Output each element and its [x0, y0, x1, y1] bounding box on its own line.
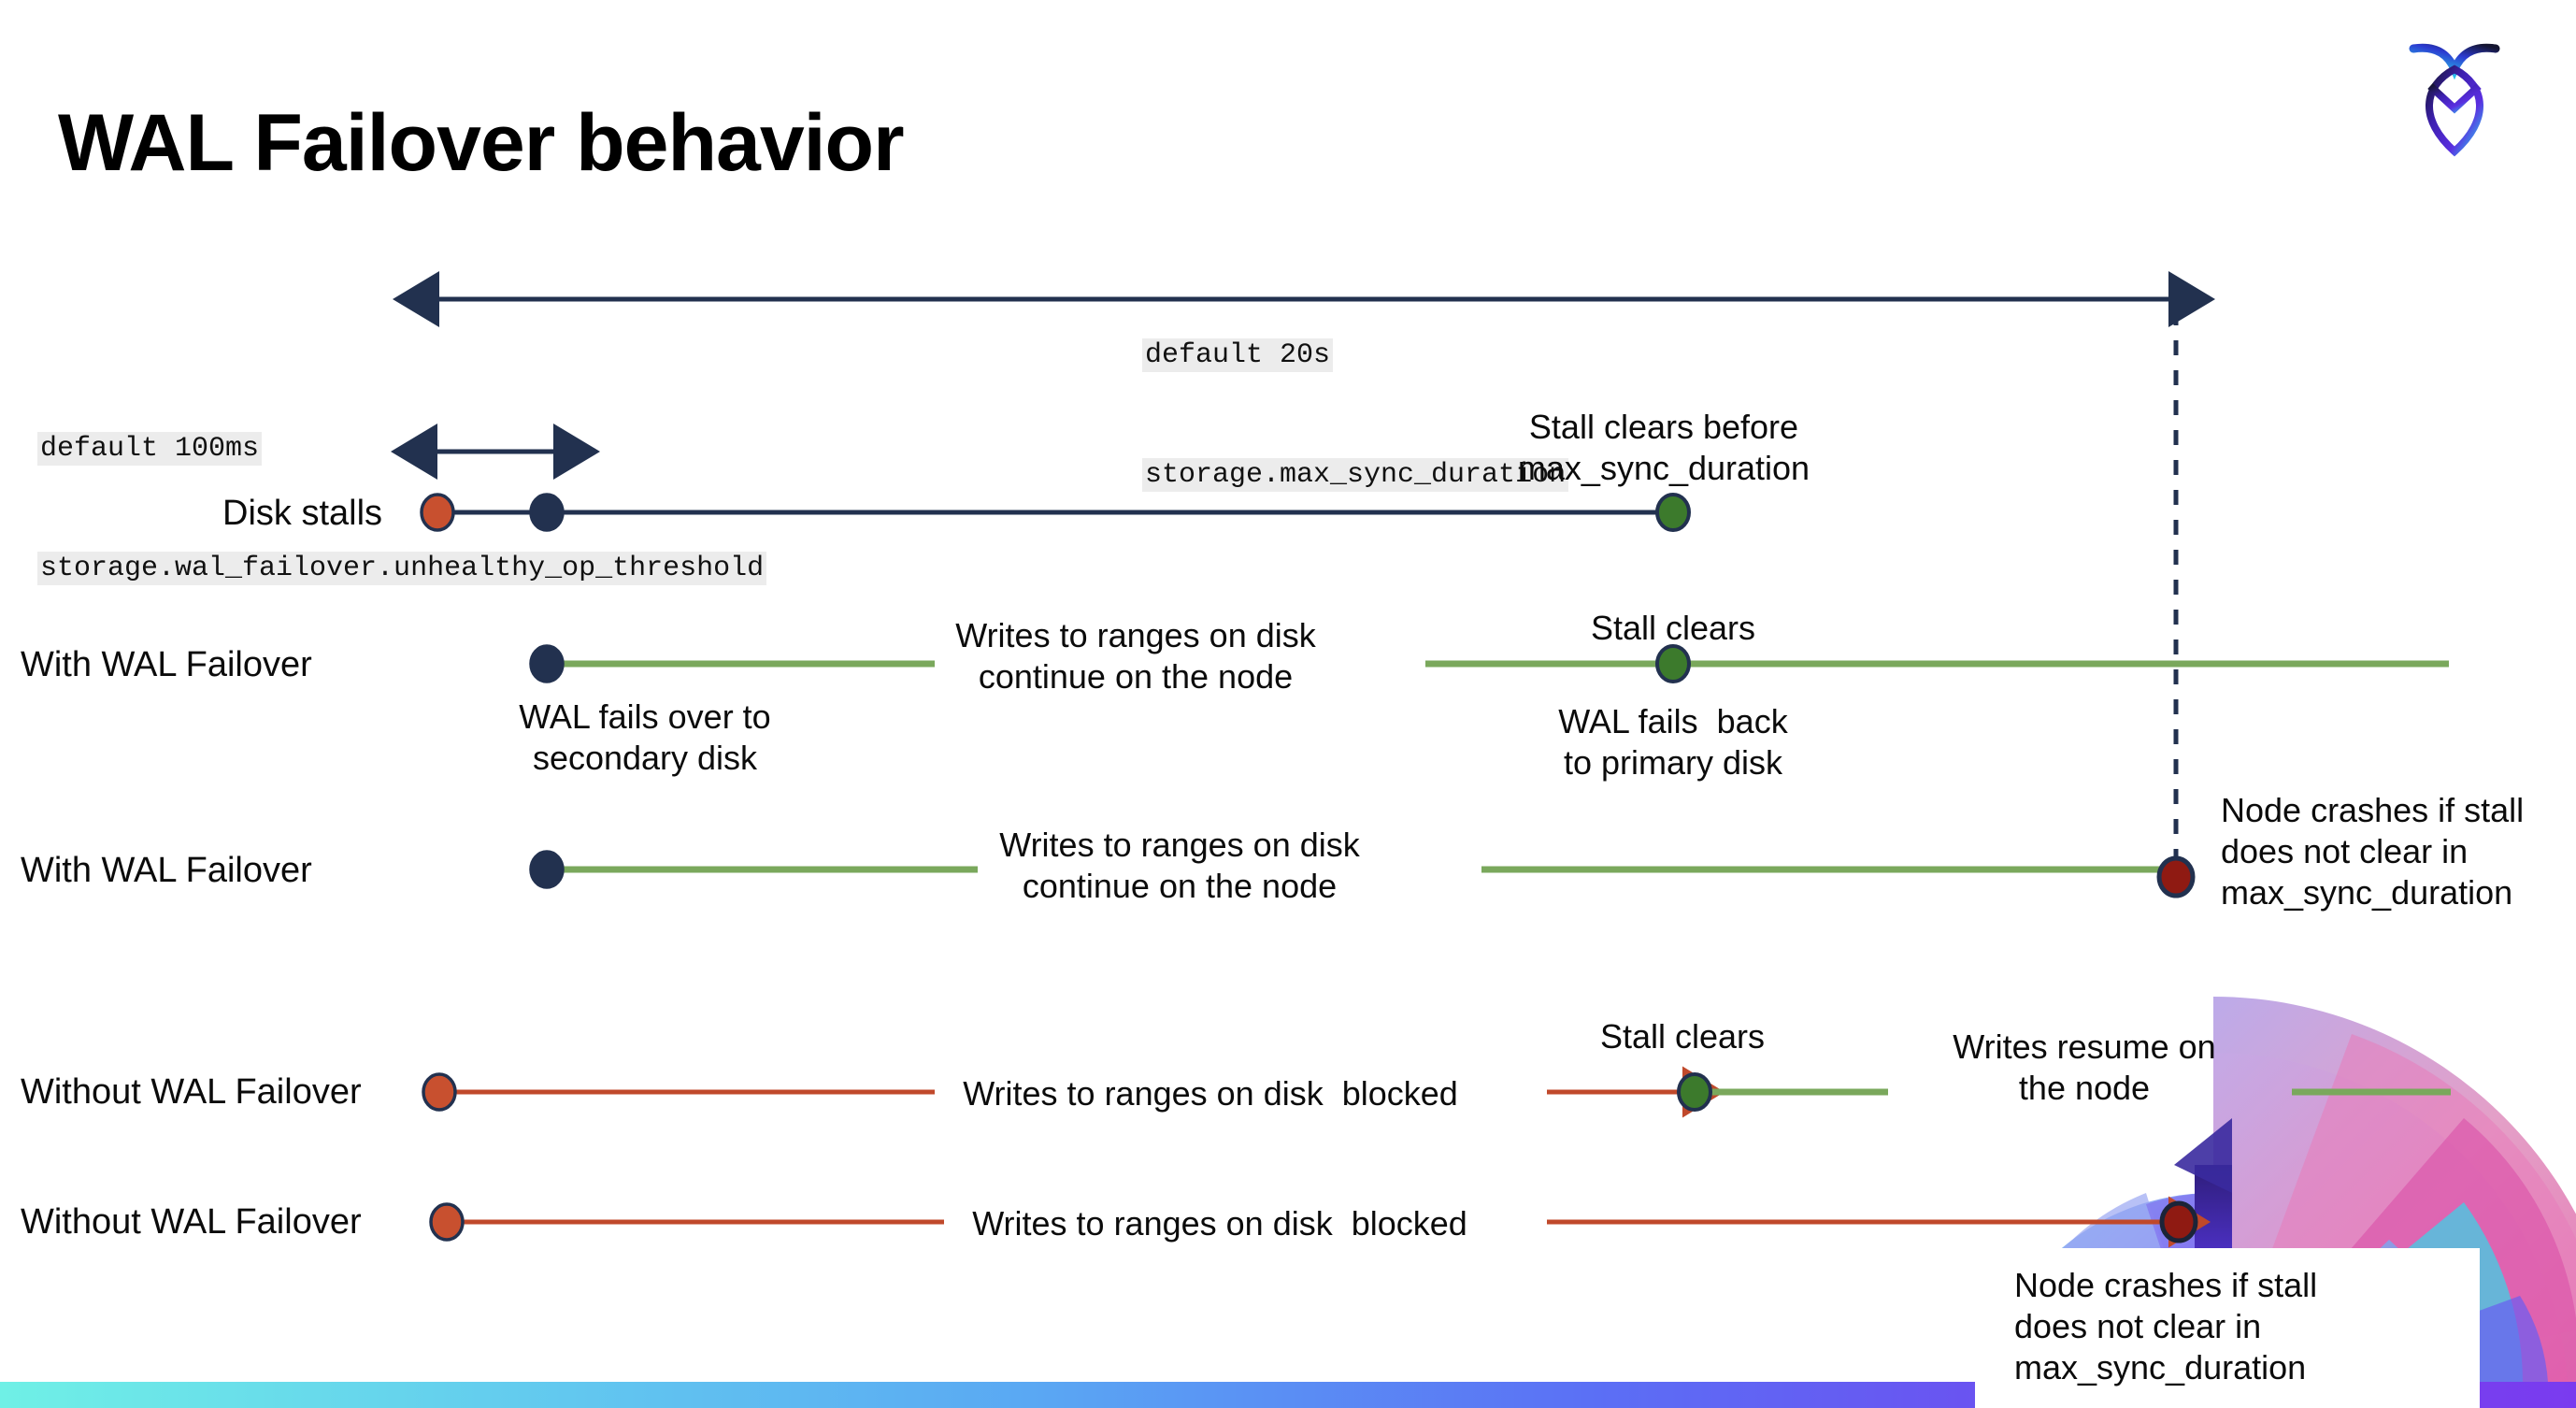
callout-writes-continue: Writes to ranges on disk continue on the… — [955, 616, 1316, 696]
row-label-disk-stalls: Disk stalls — [222, 494, 383, 533]
annotation-max-sync-duration: default 20s storage.max_sync_duration — [1142, 256, 1569, 575]
marker-failover-trigger — [529, 493, 565, 532]
row-label-with-wal-failover-2: With WAL Failover — [21, 851, 312, 890]
annotation-setting-name: storage.wal_failover.unhealthy_op_thresh… — [37, 551, 767, 585]
marker-stall-clears — [1655, 644, 1691, 683]
marker-stall-clears — [1655, 493, 1691, 532]
callout-wal-fails-over: WAL fails over to secondary disk — [519, 697, 771, 777]
row-with-wal-failover-recovers-track — [529, 644, 2449, 683]
annotation-default-value: default 20s — [1142, 338, 1334, 373]
marker-stall-start — [420, 493, 455, 532]
marker-wal-fails-over — [529, 644, 565, 683]
callout-node-crashes-2: Node crashes if stall does not clear in … — [2014, 1266, 2318, 1386]
row-without-wal-failover-crashes-track — [429, 1196, 2211, 1248]
callout-writes-resume: Writes resume on the node — [1953, 1027, 2216, 1107]
marker-wal-fails-over — [529, 850, 565, 889]
callout-stall-clears-2: Stall clears — [1599, 1017, 1766, 1056]
callout-stall-clears: Stall clears — [1590, 609, 1756, 647]
row-label-without-wal-failover-1: Without WAL Failover — [21, 1072, 362, 1112]
cockroachdb-logo-icon — [2398, 28, 2511, 159]
page-title: WAL Failover behavior — [58, 97, 905, 188]
row-label-with-wal-failover-1: With WAL Failover — [21, 645, 312, 684]
annotation-unhealthy-op-threshold: default 100ms storage.wal_failover.unhea… — [37, 350, 767, 668]
annotation-setting-name: storage.max_sync_duration — [1142, 457, 1569, 492]
row-label-without-wal-failover-2: Without WAL Failover — [21, 1202, 362, 1242]
marker-node-crash — [2156, 855, 2196, 898]
marker-node-crash — [2159, 1200, 2198, 1243]
row-without-wal-failover-recovers-track — [422, 1066, 2451, 1118]
row-with-wal-failover-crashes-track — [529, 850, 2196, 898]
callout-node-crashes-1: Node crashes if stall does not clear in … — [2221, 791, 2525, 912]
marker-stall-start — [422, 1072, 457, 1112]
row-disk-stalls-track — [420, 493, 1691, 532]
callout-box-node-crashes — [1975, 1248, 2480, 1408]
callout-wal-fails-back: WAL fails back to primary disk — [1558, 702, 1788, 782]
annotation-default-value: default 100ms — [37, 432, 263, 467]
callout-writes-blocked: Writes to ranges on disk blocked — [963, 1074, 1458, 1113]
marker-stall-clears — [1677, 1072, 1712, 1112]
callout-stall-clears-before: Stall clears before max_sync_duration — [1517, 408, 1810, 487]
callout-writes-blocked-2: Writes to ranges on disk blocked — [972, 1204, 1467, 1243]
callout-writes-continue-2: Writes to ranges on disk continue on the… — [999, 826, 1360, 905]
marker-stall-start — [429, 1202, 465, 1242]
